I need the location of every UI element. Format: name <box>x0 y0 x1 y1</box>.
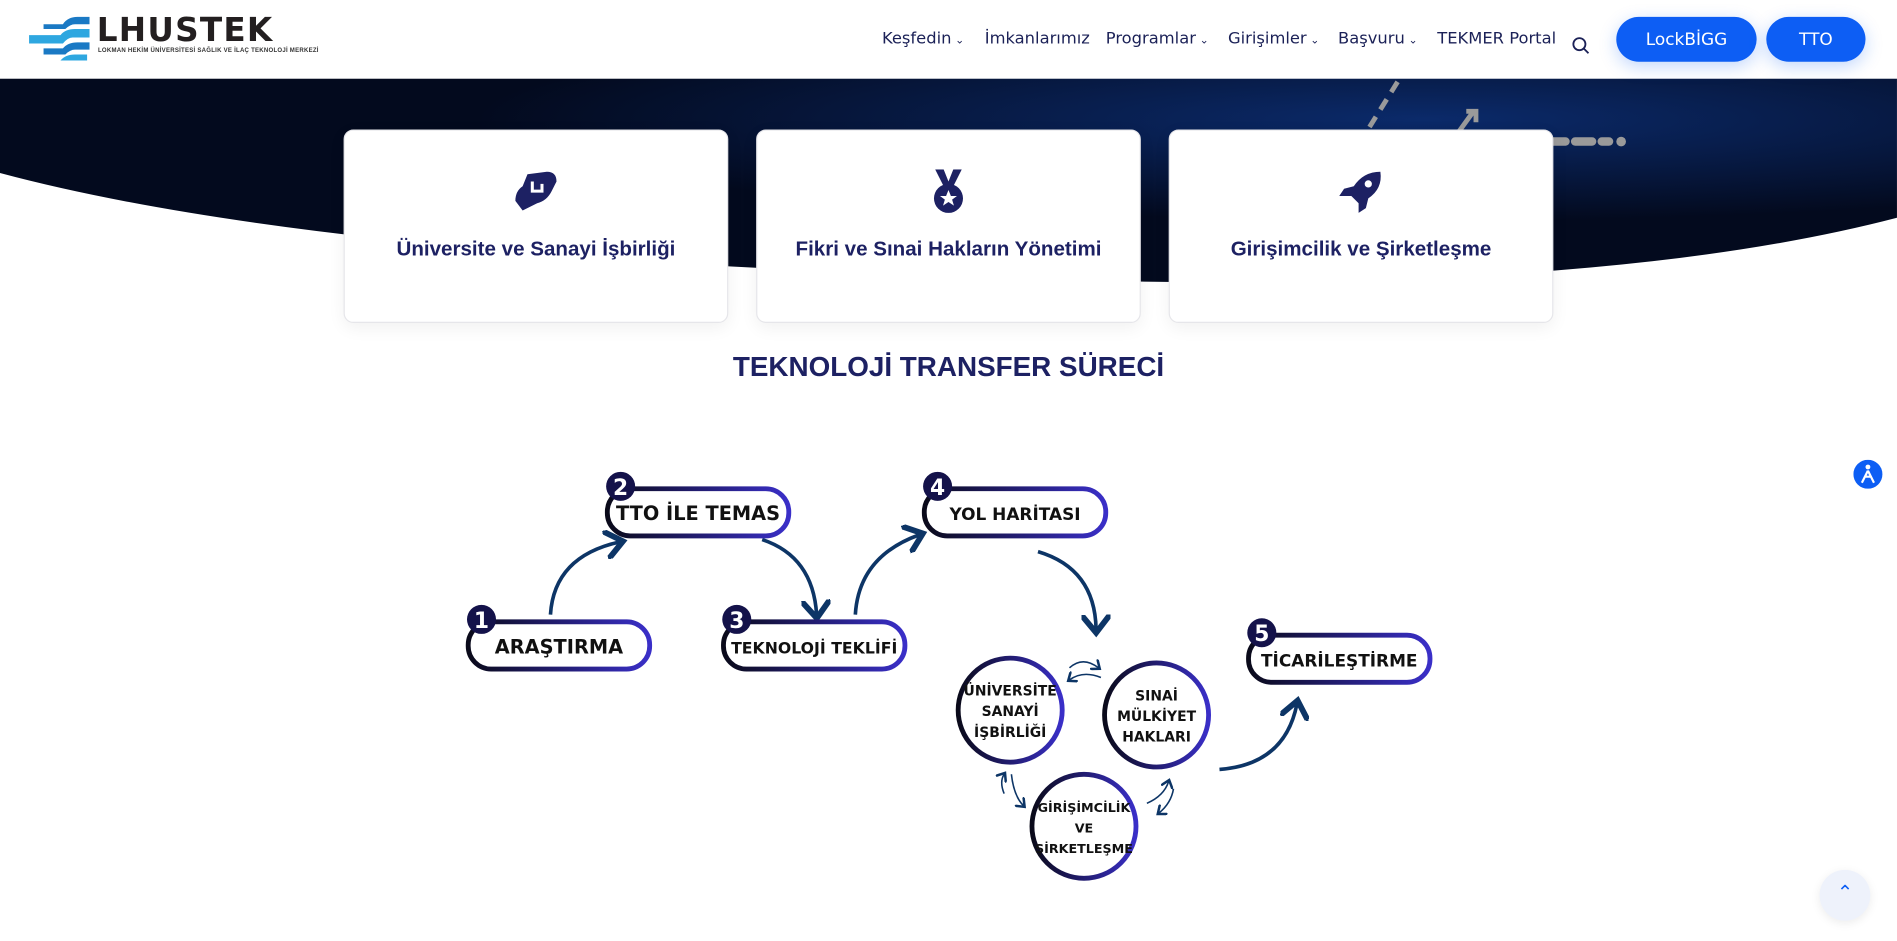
cycle-arrows <box>1002 662 1175 813</box>
cycle-node-label: ÜNİVERSİTE <box>964 682 1057 700</box>
step-label: TTO İLE TEMAS <box>616 501 780 525</box>
nav-girisimler[interactable]: Girişimler⌄ <box>1228 29 1319 48</box>
step-label: ARAŞTIRMA <box>495 635 623 658</box>
flow-arrows <box>548 535 1296 772</box>
card-title: Girişimcilik ve Şirketleşme <box>1230 237 1492 261</box>
handshake-icon <box>515 171 557 211</box>
process-step: TEKNOLOJİ TEKLİFİ 3 <box>721 604 908 672</box>
step-label: TEKNOLOJİ TEKLİFİ <box>731 638 897 657</box>
cycle-node-label: İŞBİRLİĞİ <box>974 723 1046 741</box>
step-pill <box>1246 632 1433 685</box>
nav-label: Keşfedin <box>881 29 952 49</box>
cycle-node-label: SANAYİ <box>982 703 1039 720</box>
nav-label: TEKMER Portal <box>1437 29 1557 49</box>
chevron-down-icon: ⌄ <box>955 35 965 48</box>
medal-icon <box>933 169 964 213</box>
cycle-node-label: GİRİŞİMCİLİK <box>1038 800 1132 815</box>
step-pill <box>921 486 1109 539</box>
nav-tekmer-portal[interactable]: TEKMER Portal <box>1437 29 1556 48</box>
card-title: Üniversite ve Sanayi İşbirliği <box>396 237 676 261</box>
section-title: TEKNOLOJİ TRANSFER SÜRECİ <box>732 350 1165 383</box>
cycle-node: GİRİŞİMCİLİK VE ŞİRKETLEŞME <box>1029 771 1139 881</box>
step-label: TİCARİLEŞTİRME <box>1261 650 1417 671</box>
nav-label: İmkanlarımız <box>984 29 1090 49</box>
accessibility-icon[interactable] <box>1853 459 1883 489</box>
step-pill <box>604 486 792 539</box>
step-pill <box>721 619 908 672</box>
step-number: 4 <box>930 476 945 501</box>
step-number-badge <box>466 604 497 634</box>
nav-kesfedin[interactable]: Keşfedin⌄ <box>882 29 964 48</box>
site-header: LHUSTEK LOKMAN HEKİM ÜNİVERSİTESİ SAĞLIK… <box>0 0 1897 79</box>
cycle-node-label: ŞİRKETLEŞME <box>1035 841 1133 856</box>
step-number-badge <box>722 604 752 634</box>
logo-subtitle: LOKMAN HEKİM ÜNİVERSİTESİ SAĞLIK VE İLAÇ… <box>97 47 319 55</box>
step-number-badge <box>923 471 953 501</box>
logo-mark-icon <box>29 16 90 61</box>
step-label: YOL HARİTASI <box>948 503 1080 524</box>
cycle-node-label: VE <box>1075 820 1094 835</box>
chevron-down-icon: ⌄ <box>1310 35 1320 48</box>
step-pill <box>465 619 653 672</box>
step-number: 1 <box>474 609 489 634</box>
step-number: 2 <box>613 476 628 501</box>
search-icon[interactable] <box>1572 36 1590 54</box>
cycle-node: ÜNİVERSİTE SANAYİ İŞBİRLİĞİ <box>955 655 1065 765</box>
nav-label: Başvuru <box>1338 29 1405 49</box>
nav-label: Girişimler <box>1227 29 1307 49</box>
nav-programlar[interactable]: Programlar⌄ <box>1106 29 1209 48</box>
process-step: ARAŞTIRMA 1 <box>465 604 653 672</box>
chevron-down-icon: ⌄ <box>1408 35 1418 48</box>
cycle-node-label: HAKLARI <box>1122 730 1191 746</box>
chevron-down-icon: ⌄ <box>1199 35 1209 48</box>
card-title: Fikri ve Sınai Hakların Yönetimi <box>795 237 1102 261</box>
rocket-icon <box>1339 171 1381 213</box>
lockbigg-button[interactable]: LockBİGG <box>1616 16 1757 62</box>
process-step: TİCARİLEŞTİRME 5 <box>1246 618 1433 685</box>
step-number-badge <box>1247 618 1277 648</box>
nav-label: Programlar <box>1105 29 1196 49</box>
nav-basvuru[interactable]: Başvuru⌄ <box>1338 29 1418 48</box>
cycle-node-label: MÜLKİYET <box>1117 707 1197 725</box>
card-universite-sanayi[interactable]: Üniversite ve Sanayi İşbirliği <box>343 129 729 324</box>
chevron-up-icon: ⌃ <box>1836 883 1854 904</box>
tto-button[interactable]: TTO <box>1766 16 1866 62</box>
nav-imkanlarimiz[interactable]: İmkanlarımız <box>985 29 1090 48</box>
card-girisimcilik[interactable]: Girişimcilik ve Şirketleşme <box>1168 129 1554 324</box>
scroll-to-top-button[interactable]: ⌃ <box>1819 869 1871 921</box>
cycle-node-label: SINAİ <box>1135 687 1178 704</box>
card-fikri-haklar[interactable]: Fikri ve Sınai Hakların Yönetimi <box>756 129 1141 324</box>
step-number-badge <box>606 471 636 501</box>
cycle-node: SINAİ MÜLKİYET HAKLARI <box>1102 660 1212 770</box>
step-number: 3 <box>729 609 744 634</box>
logo-text: LHUSTEK <box>96 12 274 50</box>
step-number: 5 <box>1254 622 1269 647</box>
